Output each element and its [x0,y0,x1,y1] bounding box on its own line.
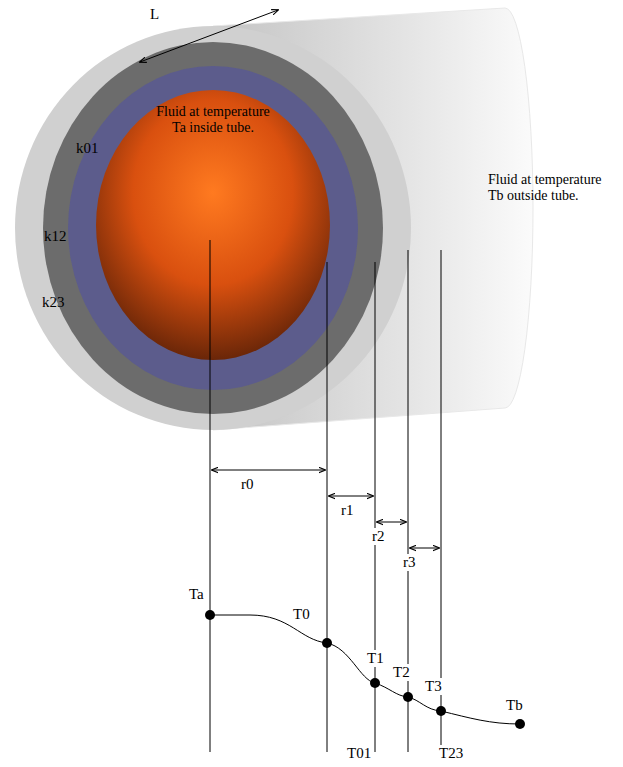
temperature-profile [210,615,520,724]
temperature-label: T2 [392,664,411,681]
fluid-label: Fluid at temperature Tb outside tube. [488,172,614,204]
radius-label: r2 [371,528,386,545]
middle-layer-k12 [43,42,383,414]
outer-layer-k23 [15,26,411,430]
inner-layer-k01 [68,66,358,390]
radius-label: r1 [340,502,355,519]
temperature-label: T1 [366,650,385,667]
conductivity-label: k01 [76,140,99,157]
dimension-arrows [140,10,439,548]
temperature-label: Ta [188,586,205,603]
fluid-core: Fluid at temperature Ta inside tube. [96,90,330,360]
conductivity-label: k23 [42,294,65,311]
length-label: L [150,6,159,23]
temperature-label: T0 [292,606,311,623]
interface-label: T01 [346,745,372,762]
interface-label: T23 [438,745,464,762]
node-label: Fluid at temperature Ta inside tube. [149,104,277,136]
temperature-label: T3 [424,678,443,695]
temperature-points [205,610,525,729]
radius-guide-lines [210,240,441,752]
radius-label: r0 [240,476,255,493]
temperature-label: Tb [505,697,524,714]
conductivity-label: k12 [44,228,67,245]
radius-label: r3 [402,554,417,571]
